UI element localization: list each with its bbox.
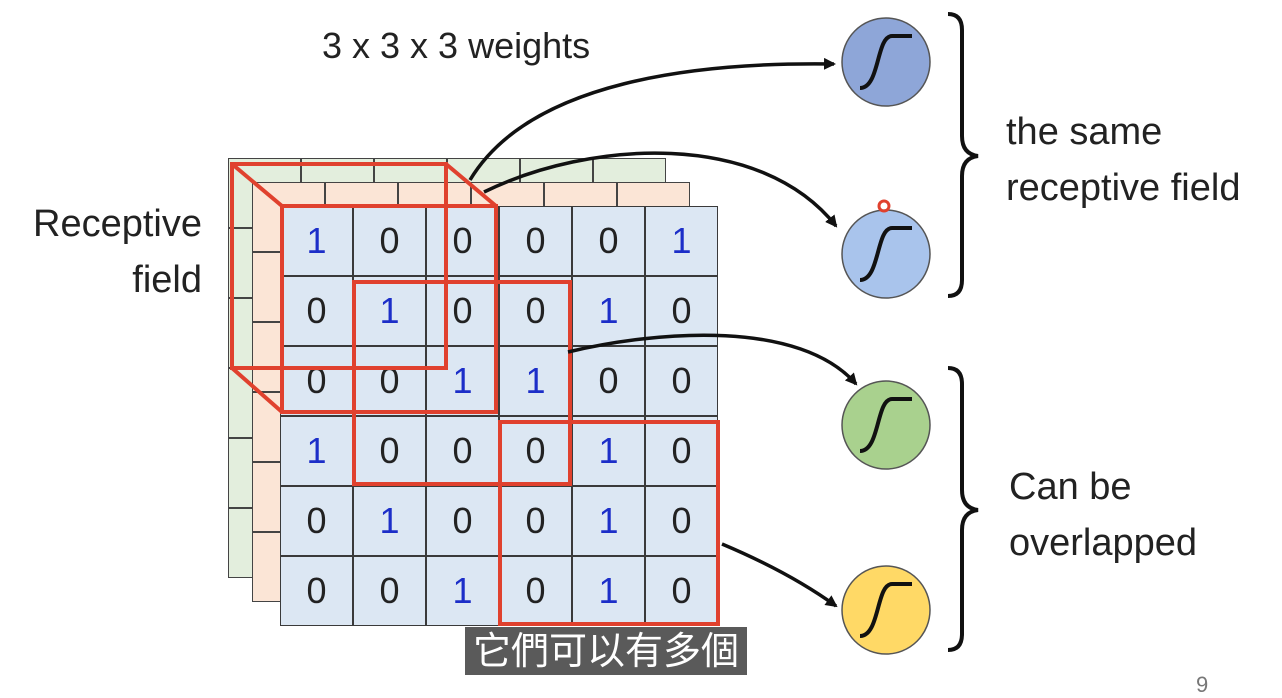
brace-overlapped (947, 366, 979, 652)
brace-same-field (947, 12, 979, 298)
grid-cell: 1 (572, 556, 645, 626)
grid-cell: 1 (645, 206, 718, 276)
neuron-yellow (841, 565, 931, 655)
grid-cell: 1 (353, 486, 426, 556)
same-receptive-field-label: the same receptive field (1006, 111, 1241, 209)
grid-cell: 0 (280, 346, 353, 416)
grid-cell: 0 (572, 206, 645, 276)
neurons (841, 17, 931, 655)
grid-cell: 0 (426, 276, 499, 346)
grid-cell: 0 (645, 416, 718, 486)
grid-cell: 0 (572, 346, 645, 416)
grid-cell: 0 (426, 416, 499, 486)
grid-cell: 1 (280, 416, 353, 486)
arrow-to-neuron-3 (567, 333, 858, 386)
neuron-green (841, 380, 931, 470)
grid-cell: 1 (426, 556, 499, 626)
grid-cell: 1 (280, 206, 353, 276)
grid-cell: 0 (353, 556, 426, 626)
grid-cell: 1 (572, 276, 645, 346)
arrow-to-neuron-2 (483, 151, 838, 228)
receptive-field-label: Receptive field (33, 203, 202, 301)
neuron-body (841, 380, 931, 470)
subtitle-caption: 它們可以有多個 (465, 627, 748, 675)
grid-cell: 0 (280, 276, 353, 346)
grid-cell: 1 (426, 346, 499, 416)
neuron-blue-dark (841, 17, 931, 107)
neuron-body (841, 17, 931, 107)
receptive-field-box-3 (498, 420, 720, 626)
neuron-body (841, 565, 931, 655)
grid-cell: 0 (499, 206, 572, 276)
pointer-marker (877, 199, 891, 213)
grid-cell: 0 (426, 486, 499, 556)
grid-cell: 0 (645, 346, 718, 416)
grid-cell: 0 (426, 206, 499, 276)
weights-label: 3 x 3 x 3 weights (322, 25, 591, 66)
sigmoid-icon (859, 397, 912, 453)
grid-cell: 0 (280, 556, 353, 626)
receptive-field-box-2 (352, 280, 572, 486)
receptive-field-cube (230, 162, 498, 414)
neuron-blue-light (841, 209, 931, 299)
grid-cell: 0 (499, 486, 572, 556)
arrow-to-neuron-4 (721, 542, 838, 608)
sigmoid-icon (859, 226, 912, 282)
sigmoid-icon (859, 582, 912, 638)
neuron-body (841, 209, 931, 299)
grid-cell: 0 (353, 206, 426, 276)
grid-cell: 0 (353, 346, 426, 416)
grid-cell: 0 (280, 486, 353, 556)
grid-cell: 0 (645, 486, 718, 556)
overlapped-label: Can be overlapped (1009, 466, 1198, 564)
page-number: 9 (1196, 672, 1209, 697)
grid-cell: 1 (572, 486, 645, 556)
sigmoid-icon (859, 34, 912, 90)
grid-cell: 1 (353, 276, 426, 346)
grid-cell: 0 (353, 416, 426, 486)
grid-cell: 1 (572, 416, 645, 486)
grid-cell: 0 (499, 416, 572, 486)
grid-cell: 1 (499, 346, 572, 416)
arrow-to-neuron-1 (468, 57, 836, 181)
